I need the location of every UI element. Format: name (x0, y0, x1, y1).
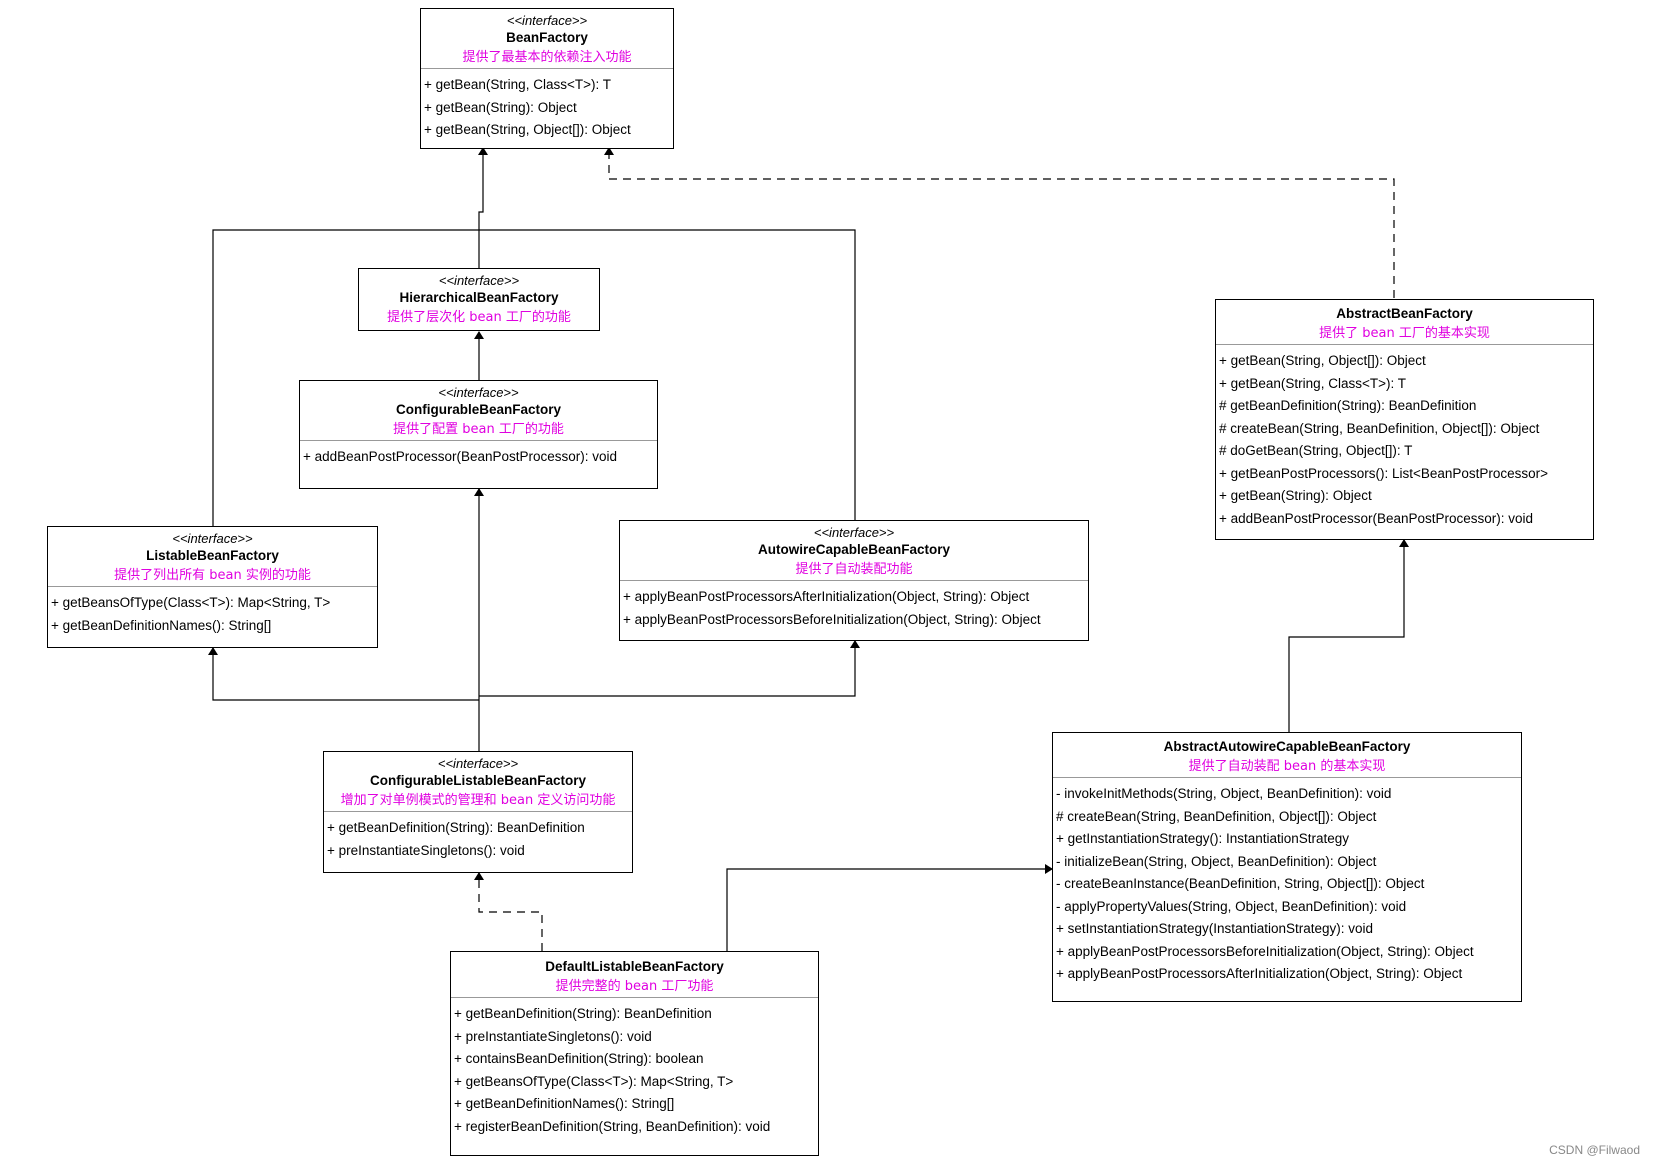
configurablelistablebeanfactory-class[interactable]: <<interface>> ConfigurableListableBeanFa… (323, 751, 633, 873)
class-description: 提供了列出所有 bean 实例的功能 (114, 568, 311, 583)
class-name: ListableBeanFactory (146, 548, 279, 563)
member: + getBean(String, Class<T>): T (424, 77, 611, 92)
configurablebeanfactory-class[interactable]: <<interface>> ConfigurableBeanFactory 提供… (299, 380, 658, 489)
class-header: <<interface>> BeanFactory 提供了最基本的依赖注入功能 (421, 9, 673, 69)
member: - invokeInitMethods(String, Object, Bean… (1056, 786, 1392, 801)
member: # doGetBean(String, Object[]): T (1219, 443, 1413, 458)
member: + getBeansOfType(Class<T>): Map<String, … (51, 595, 331, 610)
class-name: ConfigurableBeanFactory (395, 402, 562, 417)
class-name: DefaultListableBeanFactory (545, 959, 724, 974)
autowire-extends-beanfactory-line (483, 229, 856, 520)
member: + getBean(String): Object (1219, 488, 1372, 503)
class-description: 提供了最基本的依赖注入功能 (462, 50, 632, 65)
abstractautowire-extends-abstractbean-line (1288, 539, 1409, 732)
class-header: DefaultListableBeanFactory 提供完整的 bean 工厂… (451, 952, 818, 998)
member: + preInstantiateSingletons(): void (327, 842, 525, 858)
member: + containsBeanDefinition(String): boolea… (454, 1051, 704, 1066)
listablebeanfactory-class[interactable]: <<interface>> ListableBeanFactory 提供了列出所… (47, 526, 378, 648)
class-name: ConfigurableListableBeanFactory (369, 773, 587, 788)
member: + addBeanPostProcessor(BeanPostProcessor… (1219, 510, 1534, 526)
stereotype-label: <<interface>> (813, 525, 895, 540)
class-header: AbstractBeanFactory 提供了 bean 工厂的基本实现 (1216, 300, 1593, 345)
member: + registerBeanDefinition(String, BeanDef… (454, 1118, 771, 1134)
member: + getBeansOfType(Class<T>): Map<String, … (454, 1073, 734, 1089)
member: # createBean(String, BeanDefinition, Obj… (1056, 808, 1377, 824)
class-header: <<interface>> AutowireCapableBeanFactory… (620, 521, 1088, 581)
default-extends-abstractautowire-line (726, 864, 1053, 951)
class-header: AbstractAutowireCapableBeanFactory 提供了自动… (1053, 733, 1521, 778)
class-description: 提供了层次化 bean 工厂的功能 (387, 310, 571, 325)
member: + getInstantiationStrategy(): Instantiat… (1056, 831, 1350, 846)
member: + getBeanPostProcessors(): List<BeanPost… (1219, 465, 1549, 481)
class-description: 增加了对单例模式的管理和 bean 定义访问功能 (340, 793, 616, 808)
member: + applyBeanPostProcessorsBeforeInitializ… (623, 611, 1041, 627)
hierarchicalbeanfactory-class[interactable]: <<interface>> HierarchicalBeanFactory 提供… (358, 268, 600, 331)
watermark: CSDN @Filwaod (1549, 1143, 1640, 1157)
stereotype-label: <<interface>> (437, 756, 519, 771)
member: + applyBeanPostProcessorsAfterInitializa… (1056, 966, 1463, 981)
configlistable-extends-autowire-line (479, 640, 860, 697)
abstractbean-implements-beanfactory-line (604, 147, 1395, 298)
member: + setInstantiationStrategy(Instantiation… (1056, 921, 1374, 936)
member: + getBean(String, Class<T>): T (1219, 375, 1406, 391)
member: - initializeBean(String, Object, BeanDef… (1056, 853, 1377, 869)
abstractbeanfactory-class[interactable]: AbstractBeanFactory 提供了 bean 工厂的基本实现 + g… (1215, 299, 1594, 540)
stereotype-label: <<interface>> (438, 273, 520, 288)
member: + applyBeanPostProcessorsBeforeInitializ… (1056, 943, 1474, 959)
member: - applyPropertyValues(String, Object, Be… (1056, 898, 1407, 914)
member-list: + getBeansOfType(Class<T>): Map<String, … (48, 587, 377, 639)
stereotype-label: <<interface>> (172, 531, 253, 546)
member: # getBeanDefinition(String): BeanDefinit… (1219, 398, 1477, 413)
member: - createBeanInstance(BeanDefinition, Str… (1056, 876, 1425, 891)
member: + getBeanDefinitionNames(): String[] (454, 1096, 675, 1111)
defaultlistablebeanfactory-class[interactable]: DefaultListableBeanFactory 提供完整的 bean 工厂… (450, 951, 819, 1156)
class-header: <<interface>> ConfigurableListableBeanFa… (324, 752, 632, 812)
hierarchical-extends-beanfactory-line (478, 147, 488, 268)
member-list: + getBeanDefinition(String): BeanDefinit… (451, 998, 818, 1140)
member-list: + getBean(String, Class<T>): T + getBean… (421, 69, 673, 144)
member: # createBean(String, BeanDefinition, Obj… (1219, 420, 1540, 436)
beanfactory-class[interactable]: <<interface>> BeanFactory 提供了最基本的依赖注入功能 … (420, 8, 674, 149)
member: + getBeanDefinitionNames(): String[] (51, 617, 272, 633)
class-description: 提供了配置 bean 工厂的功能 (393, 422, 564, 437)
listable-extends-beanfactory-line (212, 229, 483, 526)
stereotype-label: <<interface>> (506, 13, 588, 28)
member: + applyBeanPostProcessorsAfterInitializa… (623, 589, 1030, 604)
abstractautowirecapablebeanfactory-class[interactable]: AbstractAutowireCapableBeanFactory 提供了自动… (1052, 732, 1522, 1002)
member-list: - invokeInitMethods(String, Object, Bean… (1053, 778, 1521, 988)
class-name: HierarchicalBeanFactory (399, 290, 559, 305)
configlistable-extends-listable-line (208, 647, 479, 701)
member: + getBeanDefinition(String): BeanDefinit… (327, 820, 585, 835)
class-name: AbstractBeanFactory (1336, 306, 1473, 321)
class-description: 提供了 bean 工厂的基本实现 (1319, 326, 1490, 341)
member-list: + applyBeanPostProcessorsAfterInitializa… (620, 581, 1088, 633)
member-list: + getBeanDefinition(String): BeanDefinit… (324, 812, 632, 864)
member: + getBean(String, Object[]): Object (424, 122, 631, 137)
class-header: <<interface>> ListableBeanFactory 提供了列出所… (48, 527, 377, 587)
member-list: + addBeanPostProcessor(BeanPostProcessor… (300, 441, 657, 471)
default-implements-configlistable-line (474, 872, 543, 951)
member: + addBeanPostProcessor(BeanPostProcessor… (303, 449, 618, 464)
autowirecapablebeanfactory-class[interactable]: <<interface>> AutowireCapableBeanFactory… (619, 520, 1089, 641)
member: + getBeanDefinition(String): BeanDefinit… (454, 1006, 712, 1021)
member: + getBean(String): Object (424, 99, 577, 115)
class-description: 提供了自动装配 bean 的基本实现 (1188, 759, 1386, 774)
stereotype-label: <<interface>> (438, 385, 519, 400)
class-description: 提供了自动装配功能 (795, 562, 913, 577)
class-header: <<interface>> ConfigurableBeanFactory 提供… (300, 381, 657, 441)
class-description: 提供完整的 bean 工厂功能 (555, 979, 714, 994)
member-list: + getBean(String, Object[]): Object + ge… (1216, 345, 1593, 532)
class-name: BeanFactory (506, 30, 588, 45)
member: + preInstantiateSingletons(): void (454, 1028, 652, 1044)
class-name: AbstractAutowireCapableBeanFactory (1163, 739, 1411, 754)
member: + getBean(String, Object[]): Object (1219, 353, 1426, 368)
class-name: AutowireCapableBeanFactory (757, 542, 951, 557)
class-header: <<interface>> HierarchicalBeanFactory 提供… (359, 269, 599, 328)
